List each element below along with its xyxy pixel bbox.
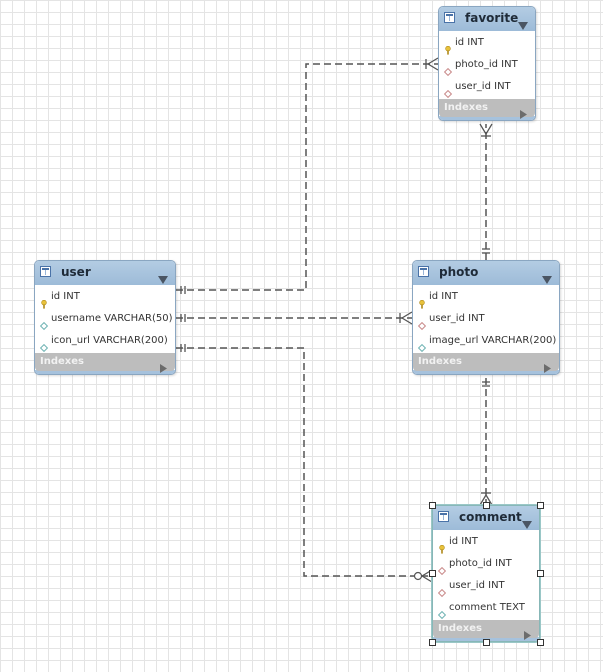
table-header[interactable]: user [35, 261, 175, 285]
column-list: id INT photo_id INT user_id INT comment TEX… [433, 530, 539, 620]
expand-arrow-icon[interactable] [544, 358, 551, 373]
resize-handle[interactable] [536, 638, 544, 646]
column-name: icon_url VARCHAR(200) [51, 335, 168, 346]
column-name: id INT [429, 291, 458, 302]
foreign-key-diamond-icon [437, 561, 447, 576]
resize-handle[interactable] [536, 501, 544, 509]
column-list: id INT user_id INT image_url VARCHAR(200) [413, 285, 559, 353]
indexes-label: Indexes [438, 623, 482, 634]
cardinality-many-crowfoot [479, 123, 493, 137]
table-title: user [61, 265, 91, 279]
collapse-triangle-icon[interactable] [518, 15, 528, 30]
indexes-section[interactable]: Indexes [433, 620, 539, 640]
column-row[interactable]: comment TEXT [433, 598, 539, 620]
column-name: image_url VARCHAR(200) [429, 335, 557, 346]
table-title: comment [459, 510, 522, 524]
table-footer [439, 116, 535, 120]
primary-key-icon [418, 294, 426, 309]
primary-key-icon [40, 294, 48, 309]
column-diamond-icon [39, 316, 49, 331]
cardinality-many-crowfoot [479, 492, 493, 506]
column-row[interactable]: username VARCHAR(50) [35, 309, 175, 331]
column-row[interactable]: id INT [439, 33, 535, 55]
cardinality-one-mark [180, 286, 186, 294]
expand-arrow-icon[interactable] [160, 358, 167, 373]
column-row[interactable]: icon_url VARCHAR(200) [35, 331, 175, 353]
column-list: id INT username VARCHAR(50) icon_url VARCH… [35, 285, 175, 353]
table-title: photo [439, 265, 479, 279]
cardinality-many-crowfoot [399, 311, 413, 325]
collapse-triangle-icon[interactable] [522, 514, 532, 529]
collapse-triangle-icon[interactable] [542, 269, 552, 284]
table-icon [418, 266, 429, 277]
column-row[interactable]: image_url VARCHAR(200) [413, 331, 559, 353]
resize-handle[interactable] [428, 501, 436, 509]
column-name: user_id INT [429, 313, 485, 324]
column-name: user_id INT [449, 580, 505, 591]
foreign-key-diamond-icon [437, 583, 447, 598]
indexes-label: Indexes [444, 102, 488, 113]
primary-key-icon [444, 40, 452, 55]
table-footer [35, 370, 175, 374]
column-name: id INT [449, 536, 478, 547]
relationship-user-comment[interactable] [176, 347, 432, 577]
relationship-user-favorite[interactable] [176, 63, 438, 291]
column-row[interactable]: id INT [433, 532, 539, 554]
indexes-section[interactable]: Indexes [413, 353, 559, 373]
column-row[interactable]: id INT [413, 287, 559, 309]
table-favorite[interactable]: favorite id INT photo_id INT user_id INT Ind… [438, 6, 536, 121]
expand-arrow-icon[interactable] [520, 104, 527, 119]
indexes-label: Indexes [418, 356, 462, 367]
table-comment[interactable]: comment id INT photo_id INT user_id INT comm… [432, 505, 540, 642]
indexes-section[interactable]: Indexes [35, 353, 175, 373]
column-row[interactable]: user_id INT [413, 309, 559, 331]
column-name: photo_id INT [449, 558, 512, 569]
column-name: comment TEXT [449, 602, 525, 613]
table-footer [413, 370, 559, 374]
primary-key-icon [438, 539, 446, 554]
indexes-label: Indexes [40, 356, 84, 367]
column-name: id INT [455, 37, 484, 48]
foreign-key-diamond-icon [443, 84, 453, 99]
resize-handle[interactable] [482, 501, 490, 509]
table-photo[interactable]: photo id INT user_id INT image_url VARCHAR(… [412, 260, 560, 375]
column-row[interactable]: user_id INT [439, 77, 535, 99]
column-row[interactable]: id INT [35, 287, 175, 309]
cardinality-one-mark [180, 344, 186, 352]
table-header[interactable]: comment [433, 506, 539, 530]
resize-handle[interactable] [482, 638, 490, 646]
column-row[interactable]: photo_id INT [439, 55, 535, 77]
column-name: id INT [51, 291, 80, 302]
column-diamond-icon [437, 605, 447, 620]
cardinality-one-mark [482, 248, 490, 254]
cardinality-one-mark [482, 381, 490, 387]
column-list: id INT photo_id INT user_id INT [439, 31, 535, 99]
table-icon [438, 511, 449, 522]
column-name: photo_id INT [455, 59, 518, 70]
column-name: user_id INT [455, 81, 511, 92]
resize-handle[interactable] [428, 570, 436, 577]
table-title: favorite [465, 11, 519, 25]
table-icon [40, 266, 51, 277]
foreign-key-diamond-icon [443, 62, 453, 77]
collapse-triangle-icon[interactable] [158, 269, 168, 284]
foreign-key-diamond-icon [417, 316, 427, 331]
cardinality-many-crowfoot [425, 57, 439, 71]
resize-handle[interactable] [536, 570, 544, 577]
column-row[interactable]: user_id INT [433, 576, 539, 598]
indexes-section[interactable]: Indexes [439, 99, 535, 119]
resize-handle[interactable] [428, 638, 436, 646]
column-diamond-icon [417, 338, 427, 353]
expand-arrow-icon[interactable] [524, 625, 531, 640]
column-diamond-icon [39, 338, 49, 353]
table-icon [444, 12, 455, 23]
column-row[interactable]: photo_id INT [433, 554, 539, 576]
cardinality-one-mark [180, 314, 186, 322]
table-user[interactable]: user id INT username VARCHAR(50) icon_url V… [34, 260, 176, 375]
column-name: username VARCHAR(50) [51, 313, 173, 324]
table-header[interactable]: favorite [439, 7, 535, 31]
table-header[interactable]: photo [413, 261, 559, 285]
